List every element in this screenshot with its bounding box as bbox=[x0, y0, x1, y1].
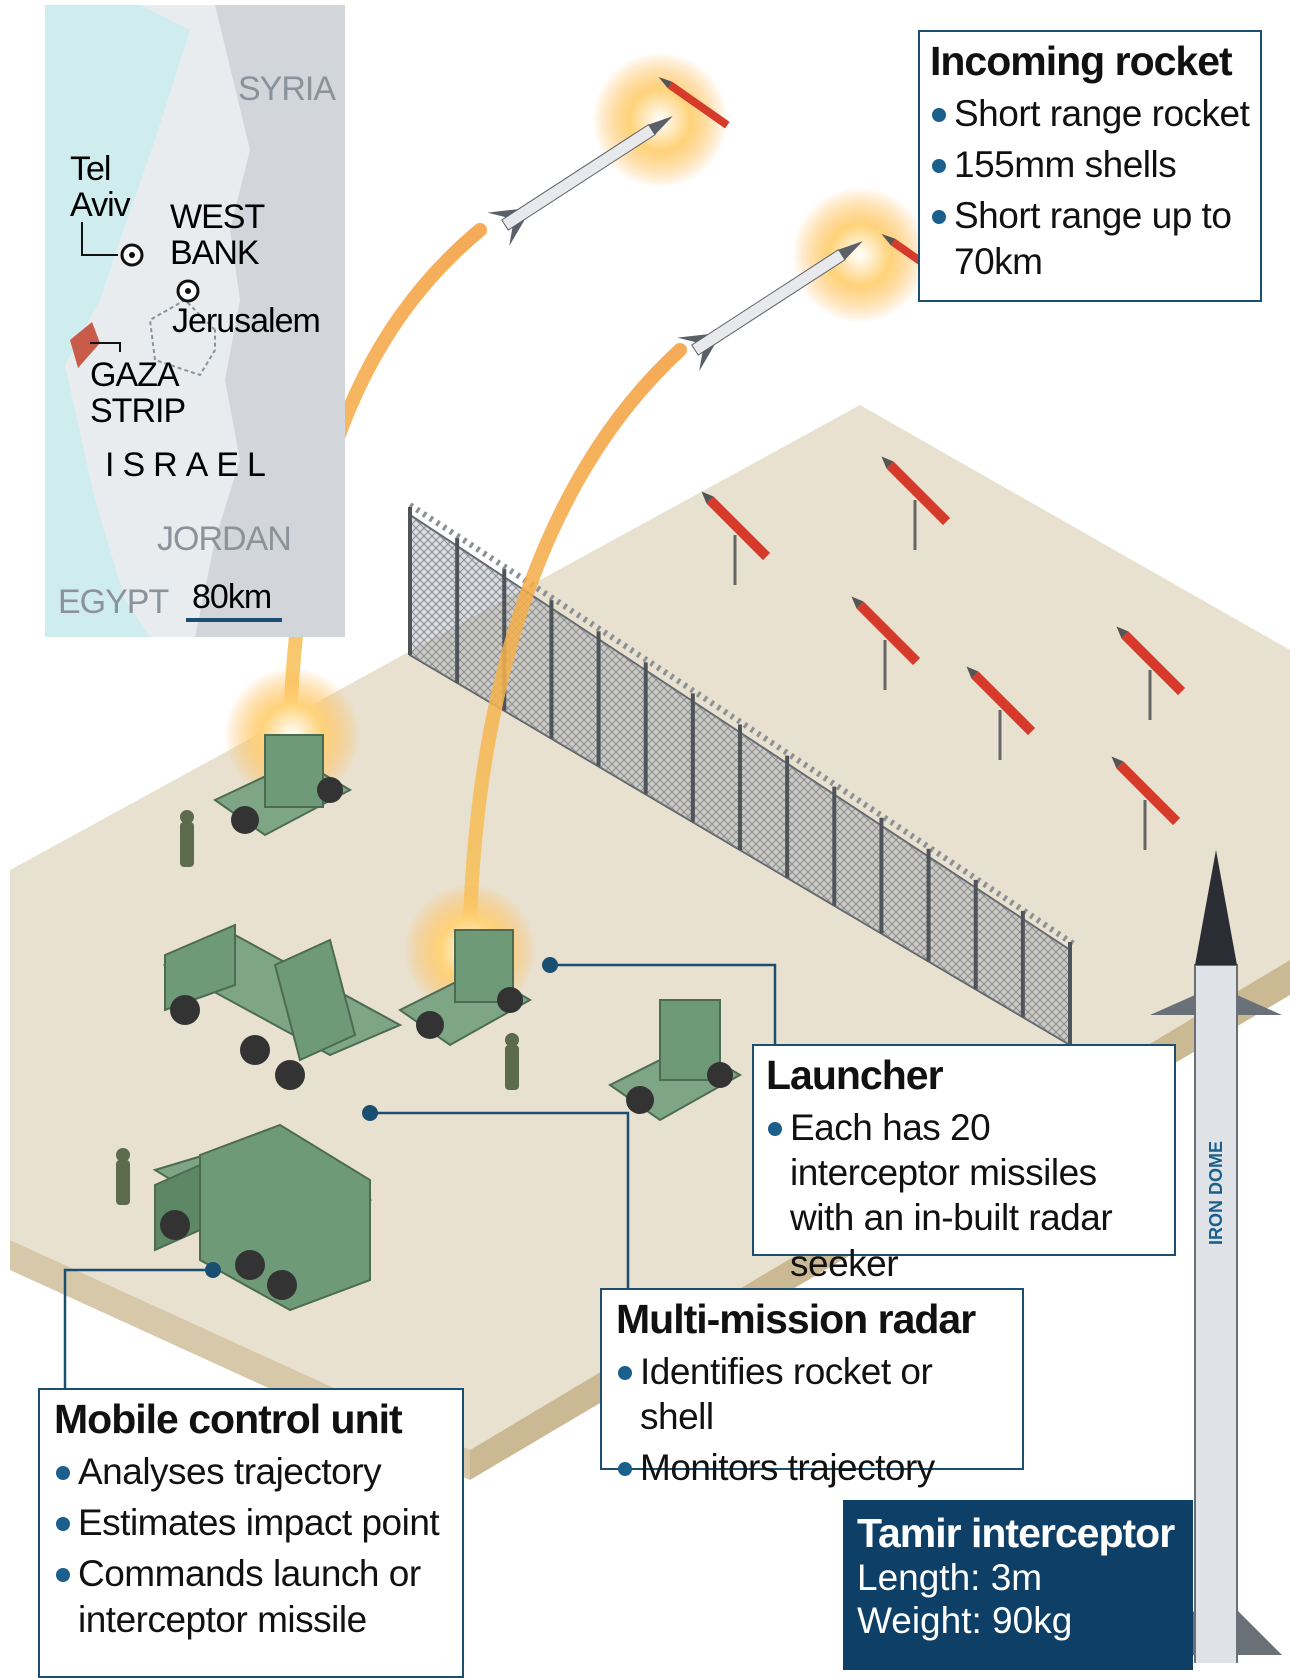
map-label-west-bank: WEST BANK bbox=[170, 198, 265, 272]
list-item: Commands launch or interceptor missile bbox=[54, 1551, 448, 1641]
launcher-list: Each has 20 interceptor missiles with an… bbox=[766, 1105, 1162, 1286]
incoming-rocket-list: Short range rocket 155mm shells Short ra… bbox=[930, 91, 1250, 284]
list-item: 155mm shells bbox=[930, 142, 1250, 187]
map-label-egypt: EGYPT bbox=[58, 583, 169, 621]
list-item: Short range up to 70km bbox=[930, 193, 1250, 283]
control-unit-list: Analyses trajectory Estimates impact poi… bbox=[54, 1449, 448, 1642]
list-item: Monitors trajectory bbox=[616, 1445, 1008, 1490]
incoming-rocket-1 bbox=[658, 76, 730, 129]
tamir-interceptor-panel: Tamir interceptor Length: 3m Weight: 90k… bbox=[843, 1500, 1193, 1670]
interceptor-missile-in-flight-1 bbox=[487, 116, 673, 247]
control-truck bbox=[152, 1123, 373, 1312]
tamir-body-text: IRON DOME bbox=[1206, 1141, 1226, 1245]
leader-lines bbox=[63, 963, 777, 1388]
tamir-title: Tamir interceptor bbox=[857, 1510, 1175, 1556]
list-item: Estimates impact point bbox=[54, 1500, 448, 1545]
map-label-jordan: JORDAN bbox=[157, 520, 292, 558]
tamir-length: Length: 3m bbox=[857, 1557, 1043, 1598]
fence-posts bbox=[408, 507, 1072, 1045]
list-item: Short range rocket bbox=[930, 91, 1250, 136]
list-item: Identifies rocket or shell bbox=[616, 1349, 1008, 1439]
control-unit-title: Mobile control unit bbox=[54, 1396, 403, 1442]
leader-dots bbox=[205, 957, 558, 1278]
radar-list: Identifies rocket or shell Monitors traj… bbox=[616, 1349, 1008, 1490]
ground-rocket bbox=[1111, 756, 1181, 850]
interception-burst-2 bbox=[792, 187, 928, 323]
map-label-syria: SYRIA bbox=[238, 70, 336, 108]
ground-rockets bbox=[701, 456, 1186, 850]
launcher-callout: Launcher Each has 20 interceptor missile… bbox=[752, 1044, 1176, 1284]
interceptor-missile-in-flight-2 bbox=[677, 241, 863, 372]
tamir-interceptor-missile: IRON DOME bbox=[1150, 850, 1282, 1663]
interceptor-trail-2 bbox=[463, 343, 687, 927]
soldiers bbox=[116, 810, 519, 1205]
map-scale-label: 80km bbox=[192, 578, 272, 616]
map-label-tel-aviv: Tel Aviv bbox=[70, 150, 131, 224]
inset-map bbox=[45, 5, 345, 637]
launcher-firing-2 bbox=[398, 884, 536, 1047]
ground-rocket bbox=[851, 596, 921, 690]
launcher-idle bbox=[608, 999, 742, 1122]
ground-rocket bbox=[966, 666, 1036, 760]
incoming-rocket-title: Incoming rocket bbox=[930, 38, 1233, 84]
map-label-israel: ISRAEL bbox=[105, 446, 274, 484]
list-item: Analyses trajectory bbox=[54, 1449, 448, 1494]
map-label-gaza-strip: GAZA STRIP bbox=[90, 356, 186, 430]
launcher-title: Launcher bbox=[766, 1052, 944, 1098]
interception-burst-1 bbox=[592, 52, 728, 188]
radar-callout: Multi-mission radar Identifies rocket or… bbox=[600, 1288, 1024, 1488]
ground-rocket bbox=[701, 491, 771, 585]
launcher-firing-1 bbox=[213, 667, 360, 837]
radar-truck bbox=[162, 923, 403, 1090]
tamir-weight: Weight: 90kg bbox=[857, 1599, 1073, 1641]
map-label-jerusalem: Jerusalem bbox=[172, 302, 321, 340]
ground-rocket bbox=[1116, 626, 1186, 720]
radar-title: Multi-mission radar bbox=[616, 1296, 976, 1342]
list-item: Each has 20 interceptor missiles with an… bbox=[766, 1105, 1162, 1286]
control-unit-callout: Mobile control unit Analyses trajectory … bbox=[38, 1388, 464, 1678]
incoming-rocket-callout: Incoming rocket Short range rocket 155mm… bbox=[918, 30, 1262, 302]
ground-rocket bbox=[881, 456, 951, 550]
